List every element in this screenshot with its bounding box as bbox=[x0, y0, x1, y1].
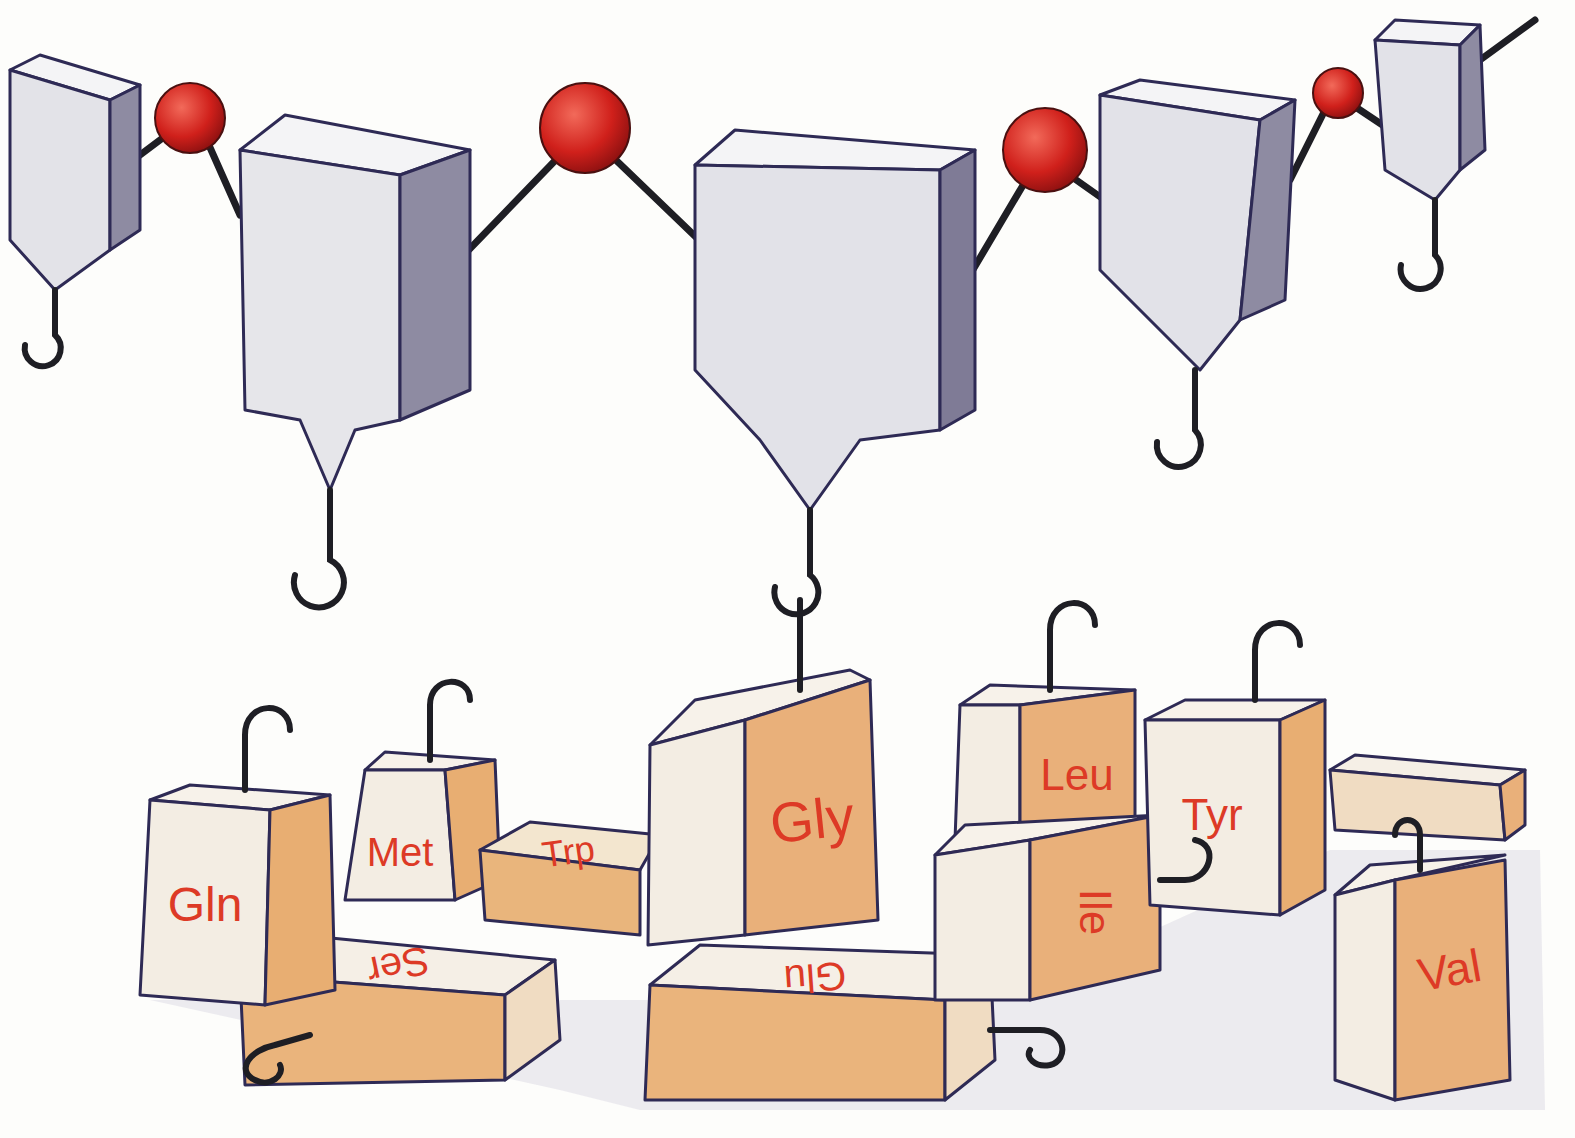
weight-label: Val bbox=[1415, 942, 1485, 998]
amino-acid-weight: Val bbox=[1412, 943, 1487, 997]
amino-acid-weight: Ile bbox=[1066, 886, 1124, 938]
amino-acid-weight: Trp bbox=[536, 830, 601, 874]
amino-acid-weight: Gly bbox=[764, 788, 860, 852]
amino-acid-weight: Leu bbox=[1034, 749, 1119, 801]
weight-label: Gln bbox=[168, 881, 243, 929]
amino-acid-weight: Tyr bbox=[1175, 789, 1248, 841]
weight-label: Gly bbox=[767, 788, 856, 852]
weight-label: Ser bbox=[363, 940, 432, 992]
weight-label: Met bbox=[367, 832, 434, 872]
weight-label: Tyr bbox=[1181, 793, 1242, 837]
weight-label: Trp bbox=[539, 831, 596, 874]
amino-acid-weight: Met bbox=[361, 828, 440, 876]
weight-label: Ile bbox=[1073, 889, 1117, 935]
amino-acid-weight: Ser bbox=[361, 942, 435, 990]
weight-label: Leu bbox=[1040, 753, 1113, 797]
amino-acid-weight: Gln bbox=[162, 877, 249, 933]
amino-acid-weight: Glu bbox=[778, 954, 852, 1002]
weight-label: Glu bbox=[783, 956, 848, 1000]
